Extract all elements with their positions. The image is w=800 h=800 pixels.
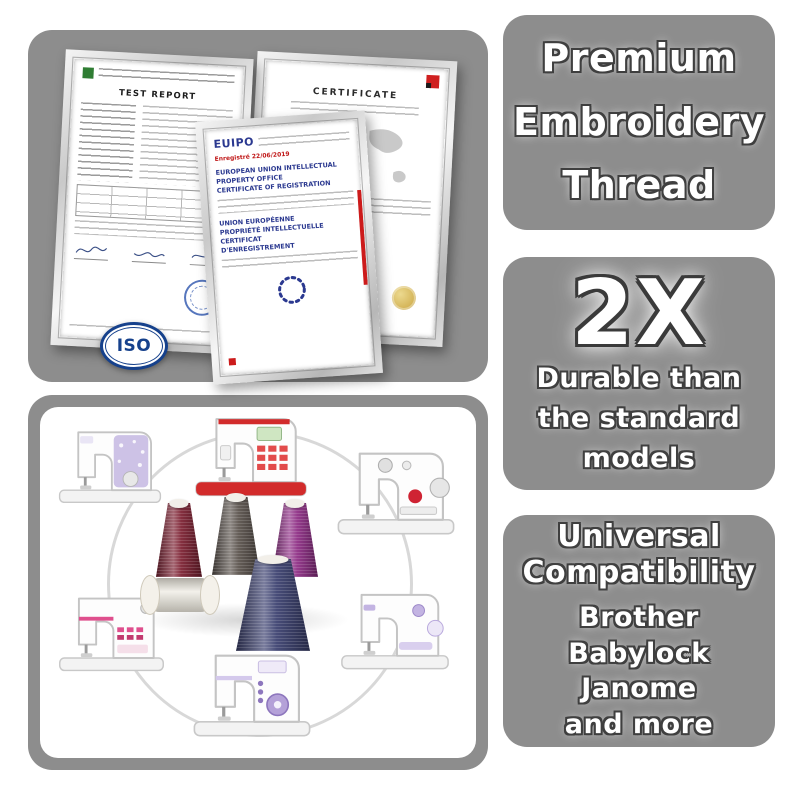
accent-strip	[357, 189, 368, 285]
test-report-title: TEST REPORT	[118, 88, 197, 103]
durability-panel: 2X Durable than the standard models	[503, 257, 775, 490]
thread-spool-navy	[236, 555, 310, 651]
headline-line: Thread	[562, 163, 716, 208]
brand-name: and more	[564, 709, 714, 741]
compat-title-line: Compatibility	[522, 554, 756, 590]
thread-spool-maroon	[156, 499, 202, 577]
headline-line: Embroidery	[512, 99, 766, 144]
certificate-euipo: EUIPO Enregistré 22/06/2019 EUROPEAN UNI…	[195, 110, 383, 385]
text-lines	[217, 190, 355, 215]
compatibility-panel	[28, 395, 488, 770]
headline-line: Premium	[541, 35, 737, 80]
iso-badge: ISO	[100, 322, 168, 370]
iso-label: ISO	[116, 336, 152, 356]
thread-spool-white	[138, 573, 222, 617]
brand-list: Brother Babylock Janome and more	[565, 600, 713, 743]
text-lines	[258, 131, 350, 148]
sewing-machine-red	[195, 418, 307, 497]
sewing-machine-purple	[193, 654, 311, 737]
machines-card	[40, 407, 476, 758]
office-title: EUROPEAN UNION INTELLECTUAL PROPERTY OFF…	[215, 159, 353, 195]
durability-line: the standard	[537, 403, 741, 435]
compat-title-line: Universal	[557, 519, 721, 555]
brand-name: Janome	[581, 673, 697, 705]
accent-square	[228, 357, 237, 366]
text-lines	[221, 250, 359, 272]
lab-logo-icon	[82, 67, 94, 79]
certifier-logo-icon	[425, 74, 440, 89]
certificates-panel: TEST REPORT	[28, 30, 488, 385]
signature-icon	[73, 242, 109, 261]
sewing-machine-floral	[58, 431, 162, 504]
brand-name: Brother	[579, 602, 699, 634]
durability-line: Durable than	[536, 363, 742, 395]
compatibility-text-panel: Universal Compatibility Brother Babylock…	[503, 515, 775, 747]
signature-icon	[131, 245, 167, 264]
euipo-page: EUIPO Enregistré 22/06/2019 EUROPEAN UNI…	[204, 119, 374, 376]
durability-line: models	[582, 443, 696, 475]
premium-thread-panel: Premium Embroidery Thread	[503, 15, 775, 230]
signatures	[73, 242, 225, 267]
field-labels	[77, 102, 136, 183]
text-lines	[98, 68, 235, 88]
thread-spool-gray	[212, 493, 260, 575]
brand-name: Babylock	[568, 637, 710, 669]
sewing-machine-mini	[340, 593, 450, 670]
durability-multiplier: 2X	[570, 260, 707, 366]
eu-stars-icon	[278, 276, 306, 305]
office-title-french: UNION EUROPÉENNE PROPRIÉTÉ INTELLECTUELL…	[219, 211, 357, 255]
sewing-machine-mechanical	[337, 452, 455, 535]
gold-seal-icon	[391, 285, 417, 311]
euipo-logo: EUIPO	[213, 135, 255, 151]
